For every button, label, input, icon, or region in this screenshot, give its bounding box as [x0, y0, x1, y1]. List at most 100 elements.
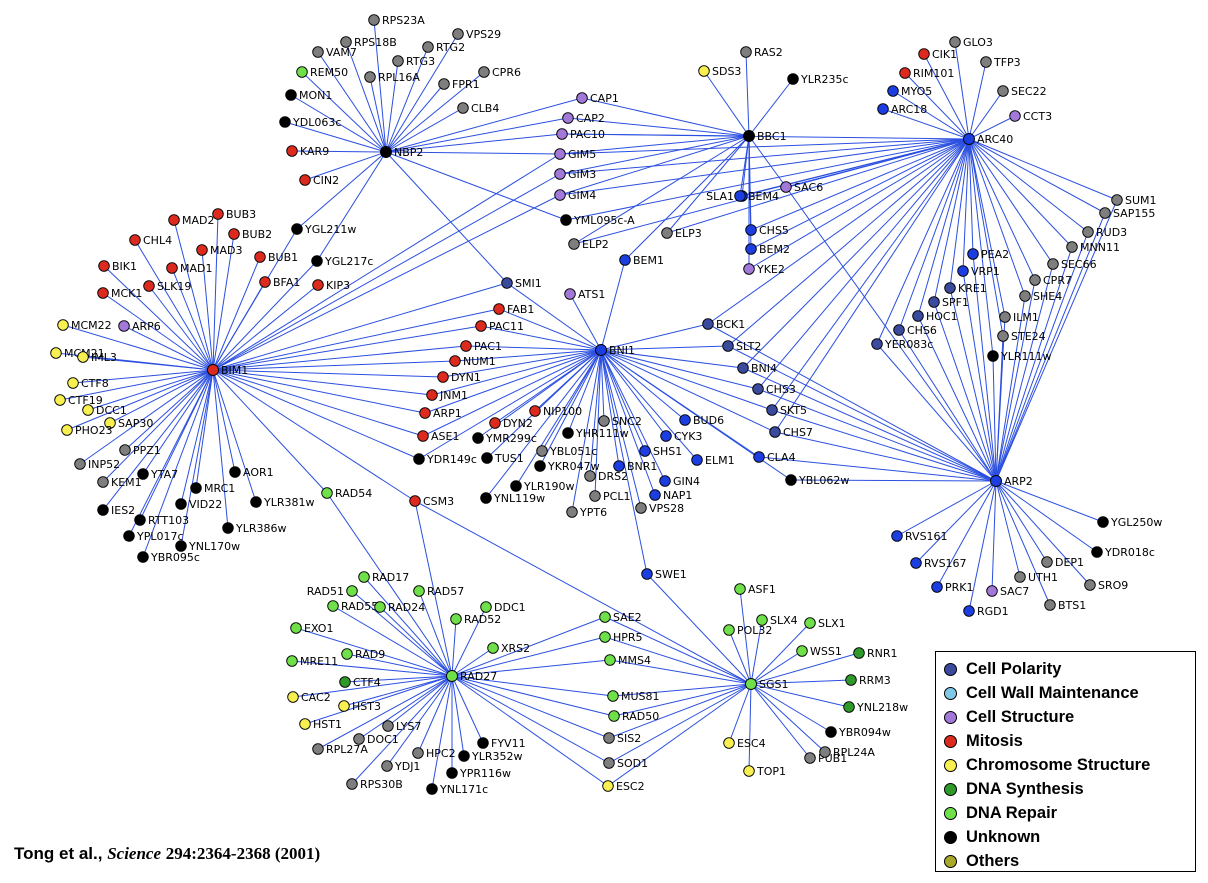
gene-node-rad52[interactable]: RAD52	[450, 613, 502, 626]
gene-node-bem1[interactable]: BEM1	[619, 254, 664, 267]
gene-node-spf1[interactable]: SPF1	[928, 296, 969, 309]
gene-node-uth1[interactable]: UTH1	[1014, 571, 1058, 584]
gene-node-sec22[interactable]: SEC22	[997, 85, 1047, 98]
gene-node-ybr094w[interactable]: YBR094w	[825, 726, 891, 739]
gene-node-gim5[interactable]: GIM5	[554, 148, 597, 161]
gene-node-rad55[interactable]: RAD55	[327, 600, 379, 613]
gene-node-prk1[interactable]: PRK1	[931, 581, 974, 594]
gene-node-pac1[interactable]: PAC1	[460, 340, 502, 353]
gene-node-ylr381w[interactable]: YLR381w	[250, 496, 315, 509]
gene-node-rps18b[interactable]: RPS18B	[340, 36, 397, 49]
gene-node-rem50[interactable]: REM50	[296, 66, 348, 79]
gene-node-hst1[interactable]: HST1	[299, 718, 342, 731]
gene-node-bud6[interactable]: BUD6	[679, 414, 724, 427]
gene-node-ybl051c[interactable]: YBL051c	[536, 445, 598, 458]
gene-node-ylr111w[interactable]: YLR111w	[987, 350, 1052, 363]
gene-node-rnr1[interactable]: RNR1	[853, 647, 898, 660]
gene-node-exo1[interactable]: EXO1	[290, 622, 334, 635]
gene-node-ylr235c[interactable]: YLR235c	[787, 73, 849, 86]
gene-node-ypl017c[interactable]: YPL017c	[123, 530, 184, 543]
gene-node-hst3[interactable]: HST3	[338, 700, 381, 713]
gene-node-yke2[interactable]: YKE2	[743, 263, 785, 276]
gene-node-rad57[interactable]: RAD57	[413, 585, 465, 598]
gene-node-pcl1[interactable]: PCL1	[589, 490, 631, 503]
gene-node-cap2[interactable]: CAP2	[562, 112, 605, 125]
gene-node-rrm3[interactable]: RRM3	[845, 674, 891, 687]
gene-node-she4[interactable]: SHE4	[1019, 290, 1063, 303]
gene-node-ctf19[interactable]: CTF19	[54, 394, 103, 407]
gene-node-jnm1[interactable]: JNM1	[426, 389, 468, 402]
gene-node-kip3[interactable]: KIP3	[312, 279, 350, 292]
gene-node-pho23[interactable]: PHO23	[61, 424, 113, 437]
gene-node-mnn11[interactable]: MNN11	[1066, 241, 1120, 254]
gene-node-dyn1[interactable]: DYN1	[437, 371, 481, 384]
gene-node-sis2[interactable]: SIS2	[603, 732, 642, 745]
gene-node-arc18[interactable]: ARC18	[877, 103, 928, 116]
gene-node-ydl063c[interactable]: YDL063c	[279, 116, 342, 129]
gene-node-bni4[interactable]: BNI4	[737, 362, 777, 375]
gene-node-sac6[interactable]: SAC6	[780, 181, 824, 194]
gene-node-rvs161[interactable]: RVS161	[891, 530, 948, 543]
gene-node-kre1[interactable]: KRE1	[944, 282, 987, 295]
gene-node-ylr190w[interactable]: YLR190w	[510, 480, 575, 493]
gene-node-vps29[interactable]: VPS29	[452, 28, 501, 41]
gene-node-yer083c[interactable]: YER083c	[871, 338, 934, 351]
gene-node-rtg2[interactable]: RTG2	[422, 41, 465, 54]
gene-node-sap155[interactable]: SAP155	[1099, 207, 1156, 220]
gene-node-gim4[interactable]: GIM4	[554, 189, 597, 202]
gene-node-sap30[interactable]: SAP30	[104, 417, 154, 430]
gene-node-glo3[interactable]: GLO3	[949, 36, 993, 49]
gene-node-chl4[interactable]: CHL4	[129, 234, 172, 247]
gene-node-sac7[interactable]: SAC7	[986, 585, 1030, 598]
gene-node-kar9[interactable]: KAR9	[286, 145, 329, 158]
gene-node-mrc1[interactable]: MRC1	[190, 482, 236, 495]
gene-node-slk19[interactable]: SLK19	[143, 280, 192, 293]
gene-node-num1[interactable]: NUM1	[449, 355, 496, 368]
gene-node-gin4[interactable]: GIN4	[659, 475, 700, 488]
gene-node-ylr386w[interactable]: YLR386w	[222, 522, 287, 535]
gene-node-yml095c-a[interactable]: YML095c-A	[560, 214, 635, 227]
gene-node-nap1[interactable]: NAP1	[649, 489, 693, 502]
gene-node-cpr6[interactable]: CPR6	[478, 66, 521, 79]
gene-node-yhr111w[interactable]: YHR111w	[562, 427, 629, 440]
gene-node-rgd1[interactable]: RGD1	[963, 605, 1009, 618]
gene-node-cin2[interactable]: CIN2	[299, 174, 339, 187]
gene-node-cik1[interactable]: CIK1	[918, 48, 957, 61]
gene-node-cap1[interactable]: CAP1	[576, 92, 619, 105]
gene-node-sum1[interactable]: SUM1	[1111, 194, 1157, 207]
gene-node-ras2[interactable]: RAS2	[740, 46, 783, 59]
gene-node-ctf4[interactable]: CTF4	[339, 676, 381, 689]
gene-node-rtt103[interactable]: RTT103	[134, 514, 189, 527]
gene-node-cla4[interactable]: CLA4	[753, 451, 796, 464]
gene-node-rad24[interactable]: RAD24	[374, 601, 426, 614]
gene-node-ylr352w[interactable]: YLR352w	[458, 750, 523, 763]
gene-node-sae2[interactable]: SAE2	[599, 611, 642, 624]
gene-node-fpr1[interactable]: FPR1	[438, 78, 480, 91]
gene-node-rad54[interactable]: RAD54	[321, 487, 373, 500]
gene-node-hpr5[interactable]: HPR5	[599, 631, 643, 644]
gene-node-vrp1[interactable]: VRP1	[957, 265, 1000, 278]
gene-node-bck1[interactable]: BCK1	[702, 318, 746, 331]
gene-node-elm1[interactable]: ELM1	[691, 454, 735, 467]
gene-node-mad2[interactable]: MAD2	[168, 214, 215, 227]
gene-node-ynl170w[interactable]: YNL170w	[175, 540, 240, 553]
gene-node-cpr7[interactable]: CPR7	[1029, 274, 1072, 287]
gene-node-swe1[interactable]: SWE1	[641, 568, 687, 581]
gene-node-vam7[interactable]: VAM7	[312, 46, 357, 59]
gene-node-vid22[interactable]: VID22	[175, 498, 223, 511]
gene-node-cac2[interactable]: CAC2	[287, 691, 331, 704]
gene-node-ypt6[interactable]: YPT6	[566, 506, 607, 519]
gene-node-bfa1[interactable]: BFA1	[259, 276, 301, 289]
gene-node-mad3[interactable]: MAD3	[196, 244, 243, 257]
gene-node-rud3[interactable]: RUD3	[1082, 226, 1127, 239]
gene-node-ybl062w[interactable]: YBL062w	[785, 474, 850, 487]
gene-node-aor1[interactable]: AOR1	[229, 466, 274, 479]
gene-node-elp3[interactable]: ELP3	[661, 227, 702, 240]
gene-node-rpl27a[interactable]: RPL27A	[312, 743, 369, 756]
gene-node-ynl119w[interactable]: YNL119w	[480, 492, 545, 505]
gene-node-chs7[interactable]: CHS7	[769, 426, 813, 439]
gene-node-rvs167[interactable]: RVS167	[910, 557, 967, 570]
gene-node-cct3[interactable]: CCT3	[1009, 110, 1052, 123]
gene-node-tfp3[interactable]: TFP3	[980, 56, 1021, 69]
gene-node-mre11[interactable]: MRE11	[286, 655, 338, 668]
